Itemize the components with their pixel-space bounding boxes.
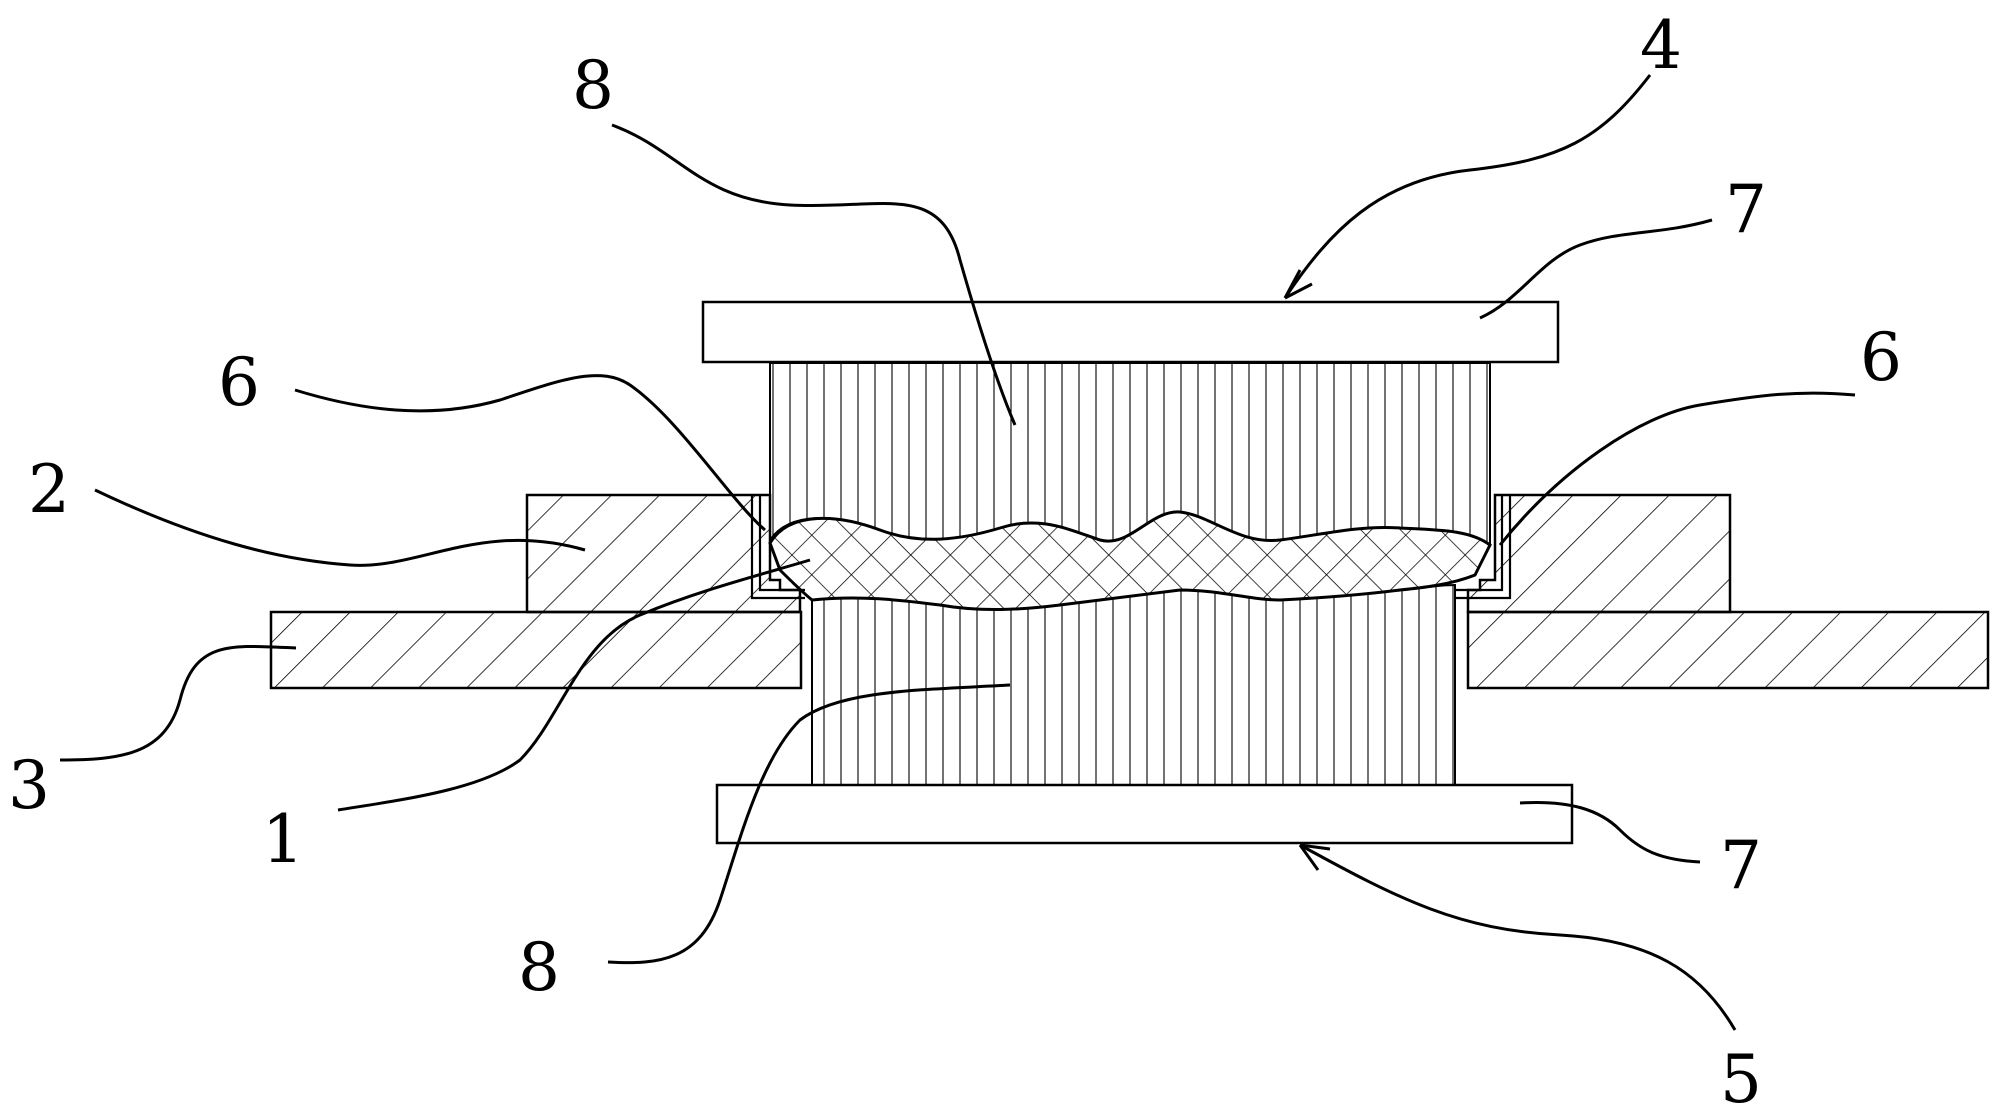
- label-8-top: 8: [572, 47, 614, 124]
- label-6-left: 6: [218, 344, 260, 421]
- label-2: 2: [28, 451, 70, 528]
- mesh-layer-1: [768, 510, 1492, 612]
- label-7-bottom: 7: [1720, 827, 1762, 904]
- upper-fiber-bundle-8: [769, 362, 1491, 547]
- label-4: 4: [1640, 7, 1682, 84]
- label-7-top: 7: [1725, 171, 1767, 248]
- label-8-bottom: 8: [518, 929, 560, 1006]
- label-3: 3: [8, 747, 50, 824]
- label-5: 5: [1720, 1041, 1762, 1111]
- base-plate-3: [269, 610, 1990, 690]
- label-6-right: 6: [1860, 319, 1902, 396]
- electrode-plate-7: [701, 300, 1574, 845]
- leader-lines: [59, 74, 1856, 1031]
- lower-fiber-bundle-8: [811, 583, 1456, 786]
- label-1: 1: [262, 801, 304, 878]
- clamp-ring-6: [750, 495, 1512, 600]
- reference-numerals: 8 4 7 6 6 2 3 1 8 5 7: [8, 7, 1902, 1116]
